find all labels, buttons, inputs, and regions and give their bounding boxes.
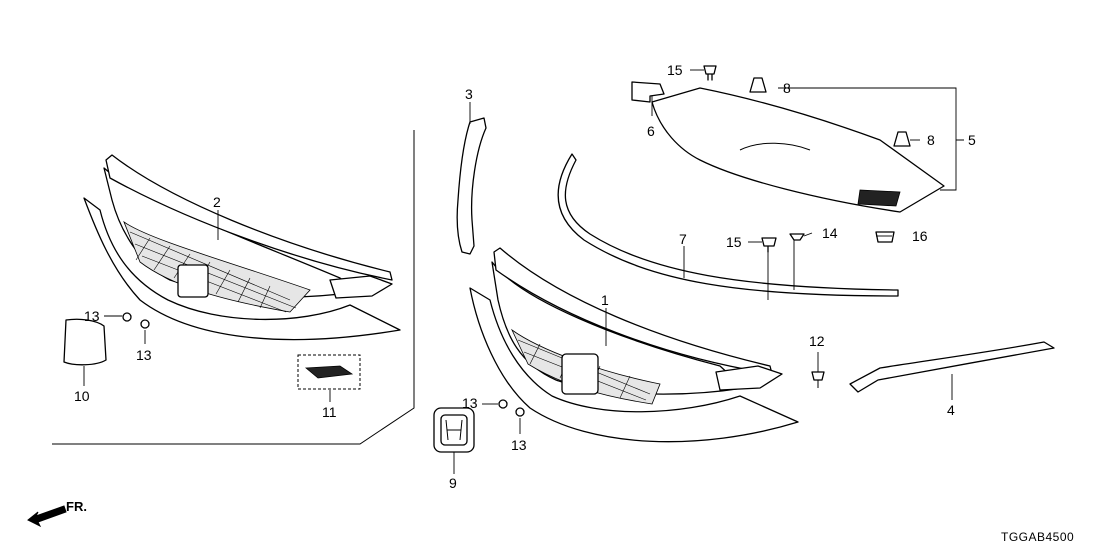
part-5-upper-cover bbox=[651, 87, 945, 213]
grille-assembly-inset bbox=[83, 154, 401, 341]
part-11-badge bbox=[304, 365, 354, 379]
callout-14: 14 bbox=[822, 225, 838, 241]
part-6-sticker bbox=[631, 81, 665, 103]
callout-16: 16 bbox=[912, 228, 928, 244]
callout-13-inset-a: 13 bbox=[84, 308, 100, 324]
callout-8-lower: 8 bbox=[927, 132, 935, 148]
callout-5: 5 bbox=[968, 132, 976, 148]
part-9-h-emblem bbox=[433, 407, 475, 453]
part-16-clip bbox=[875, 231, 895, 243]
part-12-screw bbox=[811, 371, 825, 388]
callout-13-main-a: 13 bbox=[462, 395, 478, 411]
front-direction-arrow: FR. bbox=[27, 499, 87, 528]
part-10-emblem-cover bbox=[63, 318, 107, 366]
part-8-clip-b bbox=[893, 131, 911, 147]
callout-11: 11 bbox=[322, 404, 337, 420]
callout-12: 12 bbox=[809, 333, 825, 349]
callout-1: 1 bbox=[601, 292, 609, 308]
part-11-badge-box bbox=[297, 354, 361, 390]
grille-mesh-inset bbox=[129, 231, 297, 313]
part-15-clip-b bbox=[761, 237, 777, 253]
part-3-side-bracket bbox=[456, 117, 487, 255]
callout-3: 3 bbox=[465, 86, 473, 102]
callout-10: 10 bbox=[74, 388, 90, 404]
part-15-clip-a bbox=[703, 65, 717, 81]
part-4-side-molding bbox=[849, 341, 1055, 393]
callout-15-upper: 15 bbox=[667, 62, 683, 78]
callout-7: 7 bbox=[679, 231, 687, 247]
leader-lines bbox=[83, 69, 964, 474]
callout-13-inset-b: 13 bbox=[136, 347, 152, 363]
part-13-clip-d bbox=[515, 407, 525, 417]
part-14-clip bbox=[789, 233, 805, 241]
diagram-code: TGGAB4500 bbox=[1001, 530, 1074, 544]
callout-8-upper: 8 bbox=[783, 80, 791, 96]
grille-assembly-main bbox=[469, 247, 799, 443]
callout-2: 2 bbox=[213, 194, 221, 210]
part-13-clip-a bbox=[122, 312, 132, 322]
callout-4: 4 bbox=[947, 402, 955, 418]
part-13-clip-b bbox=[140, 319, 150, 329]
callout-15-lower: 15 bbox=[726, 234, 742, 250]
inset-frame bbox=[52, 130, 415, 445]
part-7-upper-molding bbox=[557, 153, 899, 297]
callout-6: 6 bbox=[647, 123, 655, 139]
front-label: FR. bbox=[66, 499, 87, 514]
callout-9: 9 bbox=[449, 475, 457, 491]
part-8-clip-a bbox=[749, 77, 767, 93]
callout-13-main-b: 13 bbox=[511, 437, 527, 453]
part-13-clip-c bbox=[498, 399, 508, 409]
